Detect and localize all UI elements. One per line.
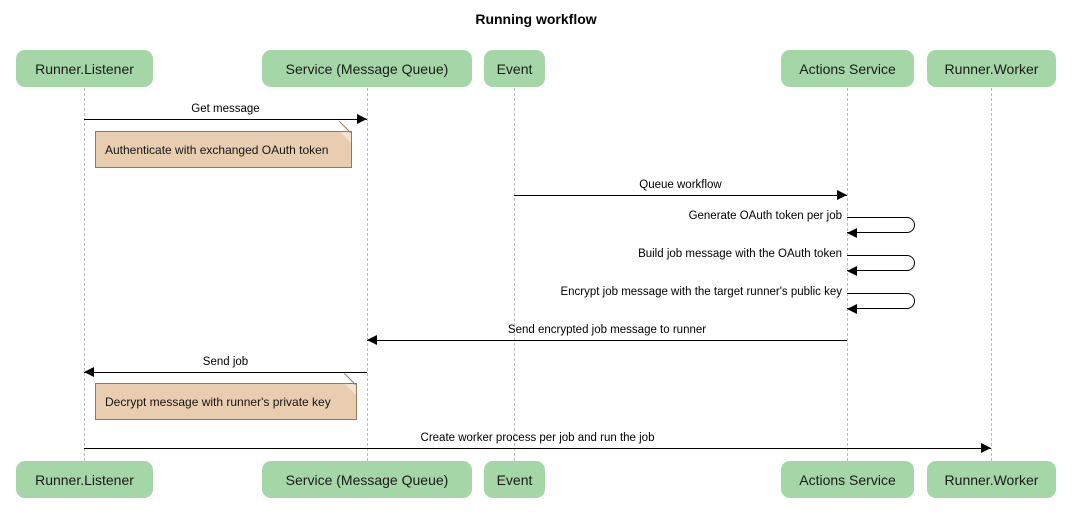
arrow-head-encrypt-job-message [847,304,857,314]
lifeline-service-message-queue [367,88,368,461]
actor-box-event-top[interactable]: Event [484,50,545,87]
lifeline-runner-listener [84,88,85,461]
note-decrypt-text: Decrypt message with runner's private ke… [105,394,331,409]
arrow-head-queue-workflow [837,190,847,200]
note-fold-icon [340,132,351,143]
arrow-head-build-job-message [847,266,857,276]
lifeline-runner-worker [991,88,992,461]
actor-box-actions-service-bottom[interactable]: Actions Service [781,461,914,498]
actor-box-runner-listener-bottom[interactable]: Runner.Listener [16,461,153,498]
note-decrypt: Decrypt message with runner's private ke… [95,372,357,420]
actor-box-event-bottom[interactable]: Event [484,461,545,498]
arrow-head-send-job [84,367,94,377]
note-fold-icon [345,384,356,395]
actor-box-runner-listener-top[interactable]: Runner.Listener [16,50,153,87]
message-line-queue-workflow [514,195,847,196]
note-authenticate-text: Authenticate with exchanged OAuth token [105,142,329,157]
message-label-get-message: Get message [191,103,260,115]
lifeline-event [514,88,515,461]
actor-box-actions-service-top[interactable]: Actions Service [781,50,914,87]
message-line-send-encrypted-job-message [367,340,847,341]
diagram-title: Running workflow [475,11,597,27]
message-line-create-worker-process [84,448,991,449]
message-label-send-encrypted-job-message: Send encrypted job message to runner [507,324,707,336]
note-fold-edge-icon [339,120,351,133]
actor-box-runner-worker-bottom[interactable]: Runner.Worker [927,461,1056,498]
note-authenticate: Authenticate with exchanged OAuth token [95,120,352,168]
self-loop-encrypt-job-message [847,293,915,309]
message-label-queue-workflow: Queue workflow [639,179,722,191]
message-label-encrypt-job-message: Encrypt job message with the target runn… [560,286,842,298]
self-loop-generate-oauth-token [847,217,915,233]
actor-box-service-message-queue-bottom[interactable]: Service (Message Queue) [262,461,472,498]
actor-box-service-message-queue-top[interactable]: Service (Message Queue) [262,50,472,87]
actor-box-runner-worker-top[interactable]: Runner.Worker [927,50,1056,87]
arrow-head-generate-oauth-token [847,228,857,238]
note-fold-edge-icon [344,372,356,385]
message-label-build-job-message: Build job message with the OAuth token [638,248,842,260]
arrow-head-send-encrypted-job-message [367,335,377,345]
self-loop-build-job-message [847,255,915,271]
message-label-create-worker-process: Create worker process per job and run th… [420,432,655,444]
message-line-send-job [84,372,367,373]
arrow-head-create-worker-process [981,443,991,453]
message-label-send-job: Send job [202,356,249,368]
message-line-get-message [84,119,367,120]
arrow-head-get-message [357,114,367,124]
message-label-generate-oauth-token: Generate OAuth token per job [688,210,842,222]
